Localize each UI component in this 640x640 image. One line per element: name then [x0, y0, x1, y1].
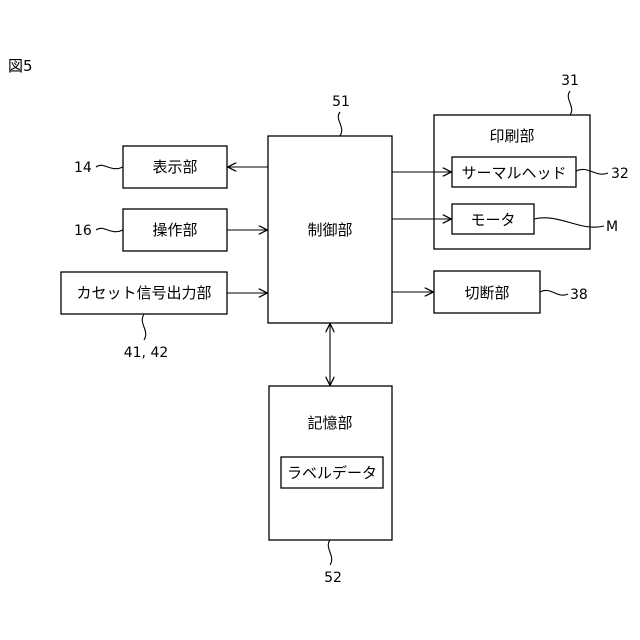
motor-ref: M [606, 219, 618, 235]
cassette-signal-leader [142, 314, 145, 340]
operation-ref: 16 [74, 223, 92, 239]
cassette-signal-label: カセット信号出力部 [76, 284, 211, 302]
motor-block: モータ [452, 204, 534, 234]
cutting-block: 切断部 [434, 271, 540, 313]
thermal-head-block: サーマルヘッド [452, 157, 576, 187]
control-ref: 51 [332, 94, 350, 110]
figure-label: 図5 [8, 57, 33, 75]
storage-ref: 52 [324, 570, 342, 586]
display-block: 表示部 [123, 146, 227, 188]
operation-label: 操作部 [152, 221, 197, 239]
printing-ref: 31 [561, 73, 579, 89]
display-label: 表示部 [152, 158, 197, 176]
display-leader [96, 165, 123, 168]
control-label: 制御部 [307, 221, 352, 239]
printing-leader [568, 91, 571, 115]
thermal-head-ref: 32 [611, 166, 629, 182]
control-block: 制御部 [268, 136, 392, 323]
thermal-head-label: サーマルヘッド [461, 164, 566, 182]
display-ref: 14 [74, 160, 92, 176]
cutting-ref: 38 [570, 287, 588, 303]
label-data-label: ラベルデータ [287, 464, 377, 482]
cassette-signal-ref: 41, 42 [124, 345, 169, 361]
cutting-leader [540, 290, 568, 295]
printing-label: 印刷部 [489, 127, 534, 145]
storage-label: 記憶部 [307, 414, 352, 432]
control-leader [338, 112, 341, 136]
label-data-block: ラベルデータ [281, 457, 383, 488]
cassette-signal-block: カセット信号出力部 [61, 272, 227, 314]
motor-label: モータ [470, 211, 515, 229]
cutting-label: 切断部 [464, 284, 509, 302]
operation-block: 操作部 [123, 209, 227, 251]
operation-leader [96, 228, 123, 231]
storage-leader [328, 540, 331, 565]
